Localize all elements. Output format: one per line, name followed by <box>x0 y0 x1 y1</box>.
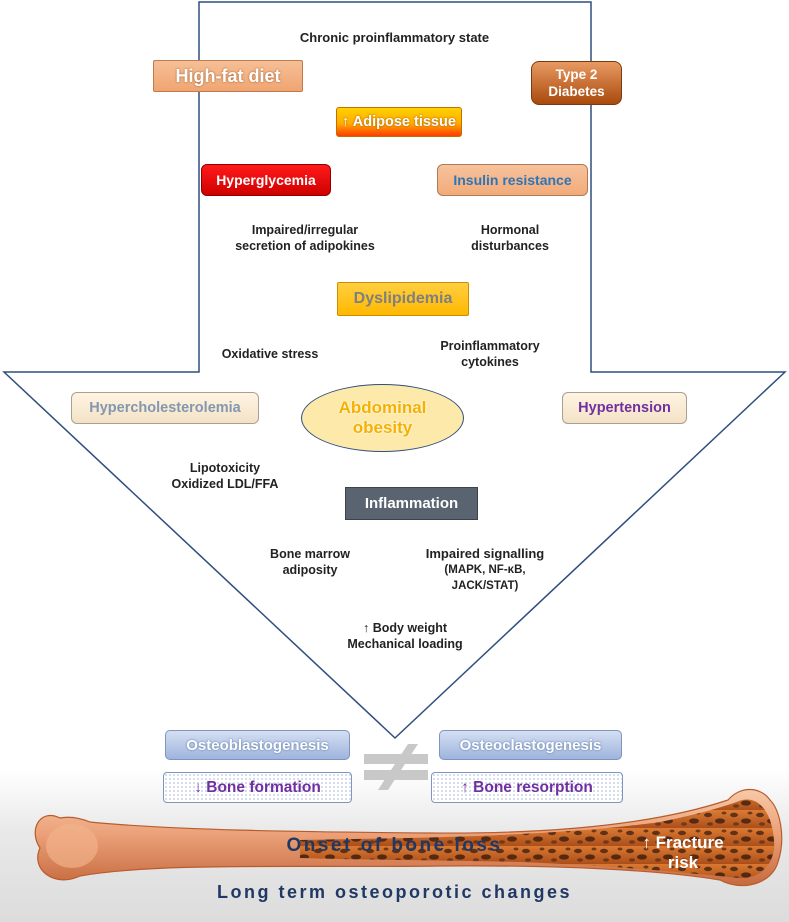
inflammation-label: Inflammation <box>364 495 459 512</box>
high-fat-diet-label: High-fat diet <box>175 65 281 86</box>
oxidative-stress-text: Oxidative stress <box>221 347 319 361</box>
abdominal-line1: Abdominal <box>338 398 427 417</box>
cytokines-text: Proinflammatory cytokines <box>420 338 560 370</box>
type2-line2: Diabetes <box>548 84 605 99</box>
bone-formation-box: ↓ Bone formation <box>163 772 352 803</box>
lipotoxicity-line1: Lipotoxicity <box>189 461 261 475</box>
osteoclastogenesis-label: Osteoclastogenesis <box>459 736 602 754</box>
marrow-line1: Bone marrow <box>270 547 350 561</box>
adipokines-line1: Impaired/irregular <box>251 223 359 237</box>
hyperglycemia-label: Hyperglycemia <box>216 172 316 188</box>
weight-line1: ↑ Body weight <box>362 621 448 635</box>
cytokines-line1: Proinflammatory <box>440 339 540 353</box>
high-fat-diet-box: High-fat diet <box>153 60 303 92</box>
type2-diabetes-box: Type 2 Diabetes <box>531 61 622 105</box>
signalling-line3: JACK/STAT) <box>451 580 519 592</box>
impaired-signalling-text: Impaired signalling (MAPK, NF-κB, JACK/S… <box>410 546 560 594</box>
body-weight-text: ↑ Body weight Mechanical loading <box>320 620 490 652</box>
long-term-changes-text: Long term osteoporotic changes <box>216 882 573 902</box>
cytokines-line2: cytokines <box>461 355 519 369</box>
onset-bone-loss-text: Onset of bone loss <box>286 835 503 856</box>
marrow-line2: adiposity <box>282 563 338 577</box>
abdominal-obesity-ellipse: Abdominal obesity <box>301 384 464 452</box>
lipotoxicity-line2: Oxidized LDL/FFA <box>171 477 279 491</box>
inflammation-box: Inflammation <box>345 487 478 520</box>
fracture-risk-text: ↑ Fracture risk <box>628 833 738 873</box>
chronic-inflammation-label: Chronic proinflammatory state <box>299 30 490 45</box>
hormonal-text: Hormonal disturbances <box>450 222 570 254</box>
bone-formation-label: ↓ Bone formation <box>194 778 321 796</box>
signalling-line2: (MAPK, NF-κB, <box>444 564 526 576</box>
insulin-resistance-label: Insulin resistance <box>453 172 572 188</box>
hyperglycemia-box: Hyperglycemia <box>201 164 331 196</box>
marrow-adiposity-text: Bone marrow adiposity <box>240 546 380 578</box>
bone-illustration <box>34 788 783 887</box>
osteoblastogenesis-box: Osteoblastogenesis <box>165 730 350 760</box>
osteoclastogenesis-box: Osteoclastogenesis <box>439 730 622 760</box>
adipokines-line2: secretion of adipokines <box>235 239 375 253</box>
signalling-line1: Impaired signalling <box>425 546 545 561</box>
osteoblastogenesis-label: Osteoblastogenesis <box>186 736 329 754</box>
lipotoxicity-text: Lipotoxicity Oxidized LDL/FFA <box>150 460 300 492</box>
fracture-line1: ↑ Fracture <box>642 833 724 852</box>
type2-line1: Type 2 <box>555 67 598 82</box>
hypercholesterolemia-box: Hypercholesterolemia <box>71 392 259 424</box>
adipokines-text: Impaired/irregular secretion of adipokin… <box>210 222 400 254</box>
dyslipidemia-label: Dyslipidemia <box>353 290 453 307</box>
hypertension-label: Hypertension <box>578 400 671 416</box>
weight-line2: Mechanical loading <box>347 637 463 651</box>
hypertension-box: Hypertension <box>562 392 687 424</box>
adipose-tissue-box: ↑ Adipose tissue <box>336 107 462 137</box>
hormonal-line1: Hormonal <box>480 223 540 237</box>
fracture-line2: risk <box>667 853 699 872</box>
hormonal-line2: disturbances <box>471 239 549 253</box>
insulin-resistance-box: Insulin resistance <box>437 164 588 196</box>
abdominal-line2: obesity <box>352 418 413 437</box>
bone-resorption-label: ↑ Bone resorption <box>461 778 593 796</box>
not-equal-sign <box>364 744 428 790</box>
bone-resorption-box: ↑ Bone resorption <box>431 772 623 803</box>
hypercholesterolemia-label: Hypercholesterolemia <box>89 400 241 416</box>
dyslipidemia-box: Dyslipidemia <box>337 282 469 316</box>
adipose-tissue-label: ↑ Adipose tissue <box>342 114 456 130</box>
